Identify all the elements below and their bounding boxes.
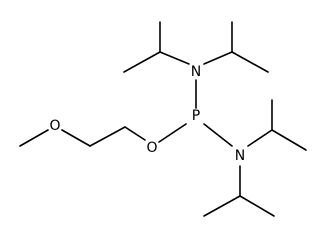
bond-o-ch2a xyxy=(61,129,91,147)
bond-ch2b-o xyxy=(124,126,146,141)
bond-ch-upper-me2 xyxy=(271,129,307,151)
atom-o-methoxy: O xyxy=(49,118,60,134)
bond-ch-right-me2 xyxy=(231,51,269,73)
atom-p: P xyxy=(192,108,200,124)
bond-ch-left-me2 xyxy=(123,51,161,73)
bond-ch-lower-me1 xyxy=(203,195,241,217)
atom-n-upper: N xyxy=(191,64,201,80)
atom-labels: O O P N N xyxy=(49,64,245,164)
atom-n-lower: N xyxy=(235,148,245,164)
bond-ch2a-ch2b xyxy=(89,126,126,147)
atom-o-ester: O xyxy=(146,140,157,156)
bond-n-upper-ch-left xyxy=(159,51,190,65)
bonds xyxy=(19,21,307,217)
bond-ch-lower-me2 xyxy=(239,195,275,217)
bond-n-upper-ch-right xyxy=(203,51,233,65)
bond-o-p xyxy=(158,123,187,143)
bond-p-n-lower xyxy=(203,123,233,147)
bond-methyl-o xyxy=(19,129,49,147)
bond-n-lower-ch-upper xyxy=(247,129,273,147)
